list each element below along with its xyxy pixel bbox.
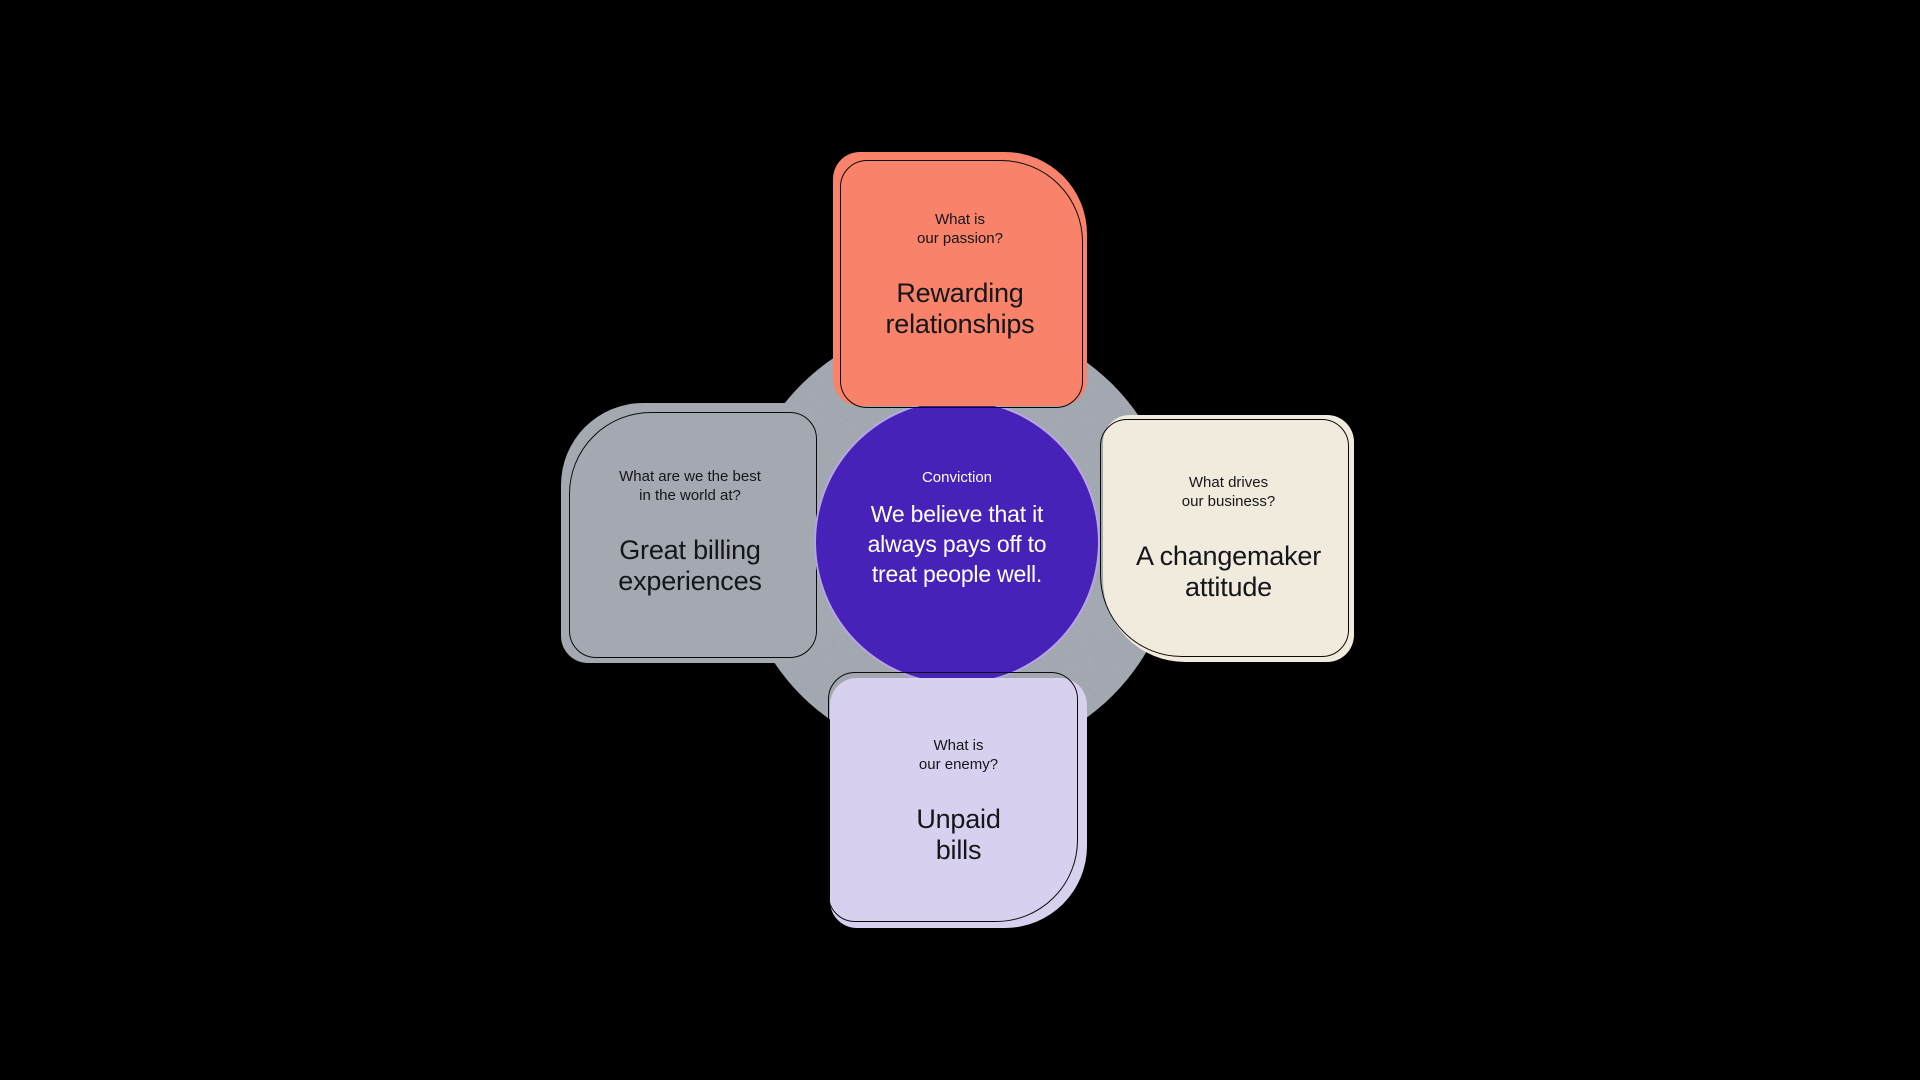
card-answer: Great billing experiences <box>618 535 762 596</box>
card-best-in-world: What are we the best in the world at? Gr… <box>561 403 819 663</box>
conviction-statement: We believe that it always pays off to tr… <box>867 501 1047 587</box>
card-question: What are we the best in the world at? <box>619 468 761 504</box>
card-enemy: What is our enemy? Unpaid bills <box>828 672 1087 928</box>
card-drives-business: What drives our business? A changemaker … <box>1100 415 1354 662</box>
card-question: What is our passion? <box>917 211 1003 247</box>
conviction-circle: Conviction We believe that it always pay… <box>814 399 1100 685</box>
card-question: What drives our business? <box>1181 474 1276 510</box>
conviction-label: Conviction <box>921 469 993 486</box>
card-answer: Rewarding relationships <box>885 278 1035 339</box>
card-question: What is our enemy? <box>918 737 999 773</box>
card-inner-outline <box>828 672 1078 922</box>
card-inner-outline <box>1100 419 1349 657</box>
card-answer: A changemaker attitude <box>1135 541 1322 602</box>
card-answer: Unpaid bills <box>916 804 1001 865</box>
card-passion: What is our passion? Rewarding relations… <box>833 152 1087 408</box>
